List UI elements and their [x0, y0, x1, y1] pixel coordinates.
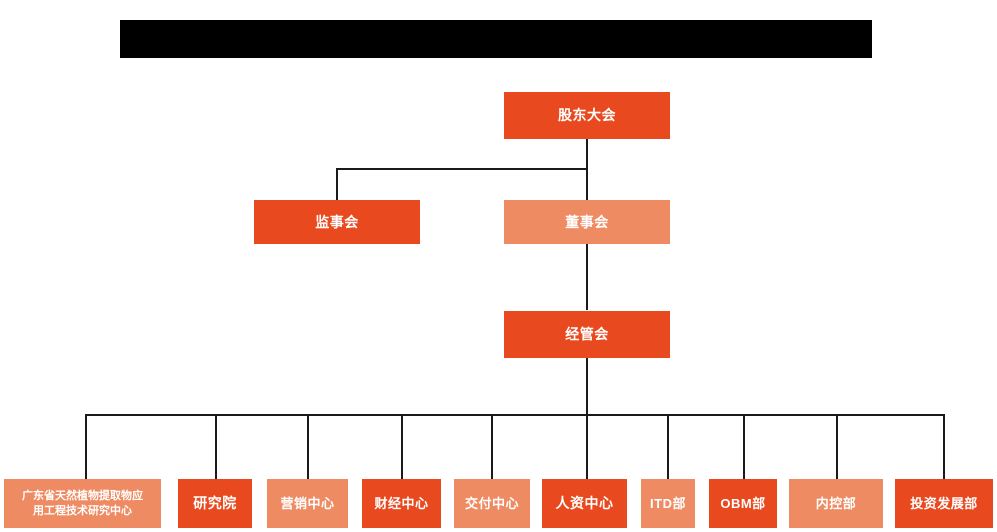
- node-itd-department[interactable]: ITD部: [641, 479, 695, 528]
- node-hr-center[interactable]: 人资中心: [542, 479, 627, 528]
- connector-drop-internal-control: [836, 414, 838, 480]
- connector-shareholders-down: [586, 139, 588, 169]
- node-management[interactable]: 经管会: [504, 311, 670, 358]
- connector-drop-investment-development: [943, 414, 945, 480]
- redacted-title-banner: [120, 20, 872, 58]
- connector-drop-obm-department: [743, 414, 745, 480]
- connector-management-down: [586, 358, 588, 416]
- node-internal-control[interactable]: 内控部: [789, 479, 883, 528]
- node-obm-department[interactable]: OBM部: [709, 479, 777, 528]
- connector-directors-drop: [586, 168, 588, 200]
- node-delivery-center[interactable]: 交付中心: [454, 479, 530, 528]
- connector-level4-bus: [85, 414, 944, 416]
- node-finance-center[interactable]: 财经中心: [362, 479, 441, 528]
- node-shareholders[interactable]: 股东大会: [504, 92, 670, 139]
- connector-supervisors-drop: [336, 168, 338, 200]
- connector-drop-research-institute: [215, 414, 217, 480]
- connector-drop-marketing-center: [307, 414, 309, 480]
- connector-directors-management: [586, 243, 588, 310]
- node-marketing-center[interactable]: 营销中心: [267, 479, 348, 528]
- connector-drop-research-center: [85, 414, 87, 480]
- node-supervisors[interactable]: 监事会: [254, 200, 420, 244]
- node-directors[interactable]: 董事会: [504, 200, 670, 244]
- node-research-institute[interactable]: 研究院: [178, 479, 252, 528]
- node-research-center[interactable]: 广东省天然植物提取物应 用工程技术研究中心: [4, 479, 161, 528]
- connector-level2-bus: [336, 168, 588, 170]
- node-investment-development[interactable]: 投资发展部: [895, 479, 993, 528]
- connector-drop-finance-center: [401, 414, 403, 480]
- connector-drop-itd-department: [667, 414, 669, 480]
- connector-drop-hr-center: [586, 414, 588, 480]
- connector-drop-delivery-center: [491, 414, 493, 480]
